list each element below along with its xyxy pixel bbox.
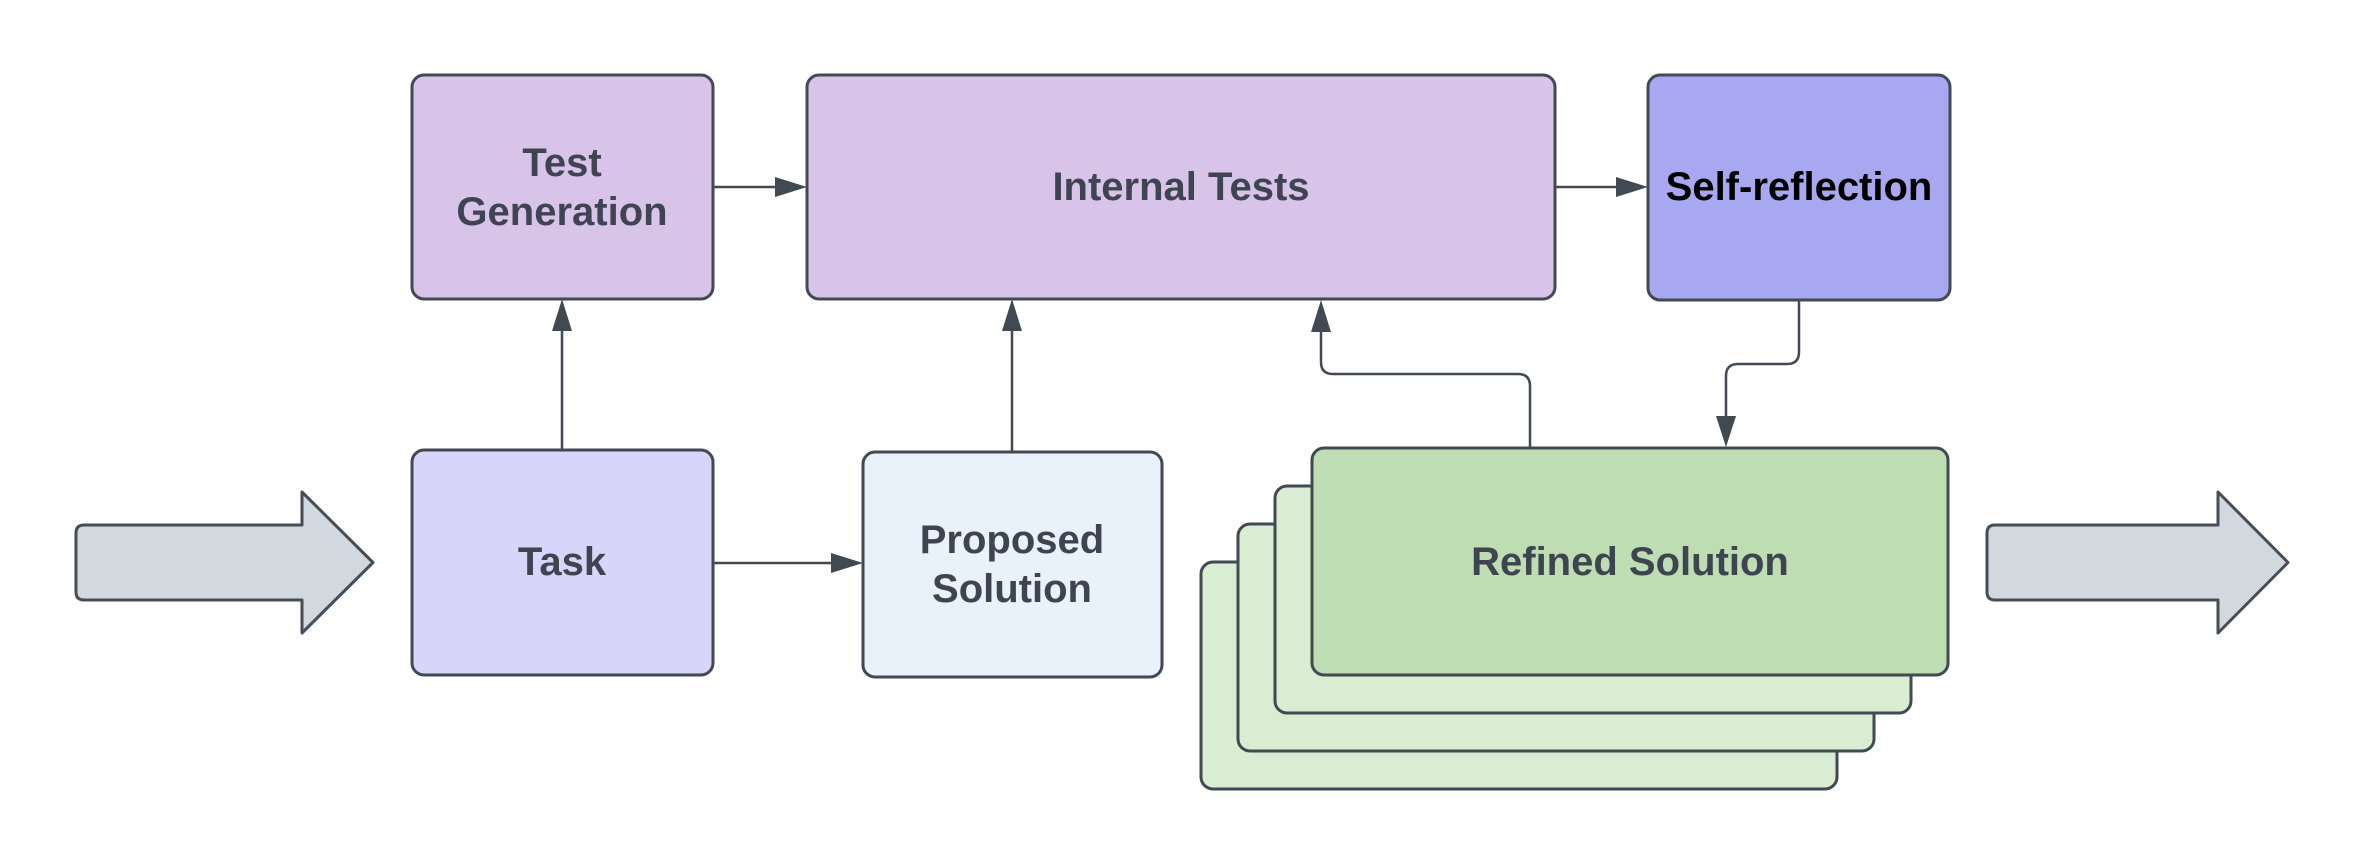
node-refined-solution-box [1310, 446, 1950, 677]
edge-line [1724, 300, 1801, 417]
edge-proposed-solution-to-internal-tests [1002, 299, 1022, 452]
node-refined-solution: Refined Solution [1310, 446, 1950, 677]
node-proposed-solution-label: Solution [932, 567, 1092, 611]
node-test-generation-label: Generation [456, 190, 667, 234]
node-self-reflection: Self-reflection [1646, 73, 1952, 302]
edge-task-to-proposed-solution [713, 553, 863, 573]
node-task: Task [410, 448, 715, 677]
arrowhead-down-icon [1716, 416, 1736, 447]
output-flow-arrow-icon [1985, 490, 2290, 635]
node-test-generation-box [410, 73, 715, 301]
edge-internal-tests-to-self-reflection [1555, 177, 1648, 197]
node-test-generation-label: Test [522, 141, 601, 185]
arrowhead-up-icon [552, 299, 572, 331]
edge-test-generation-to-internal-tests [713, 177, 807, 197]
node-internal-tests: Internal Tests [805, 73, 1557, 301]
node-internal-tests-label: Internal Tests [1052, 165, 1309, 209]
node-proposed-solution-label: Proposed [920, 518, 1104, 562]
edge-task-to-test-generation [552, 299, 572, 450]
arrowhead-right-icon [775, 177, 807, 197]
edge-refined-solution-to-internal-tests [1311, 300, 1532, 448]
node-proposed-solution: Proposed Solution [861, 450, 1164, 679]
node-proposed-solution-box [861, 450, 1164, 679]
edge-line [1319, 331, 1532, 448]
node-refined-solution-label: Refined Solution [1471, 540, 1789, 584]
arrowhead-right-icon [1616, 177, 1648, 197]
node-self-reflection-label: Self-reflection [1666, 165, 1933, 209]
node-task-label: Task [518, 540, 607, 584]
arrowhead-up-icon [1311, 300, 1331, 332]
input-flow-arrow-icon [74, 490, 375, 635]
arrowhead-up-icon [1002, 299, 1022, 331]
node-test-generation: Test Generation [410, 73, 715, 301]
arrowhead-right-icon [831, 553, 863, 573]
edge-self-reflection-to-refined-solution [1716, 300, 1801, 447]
